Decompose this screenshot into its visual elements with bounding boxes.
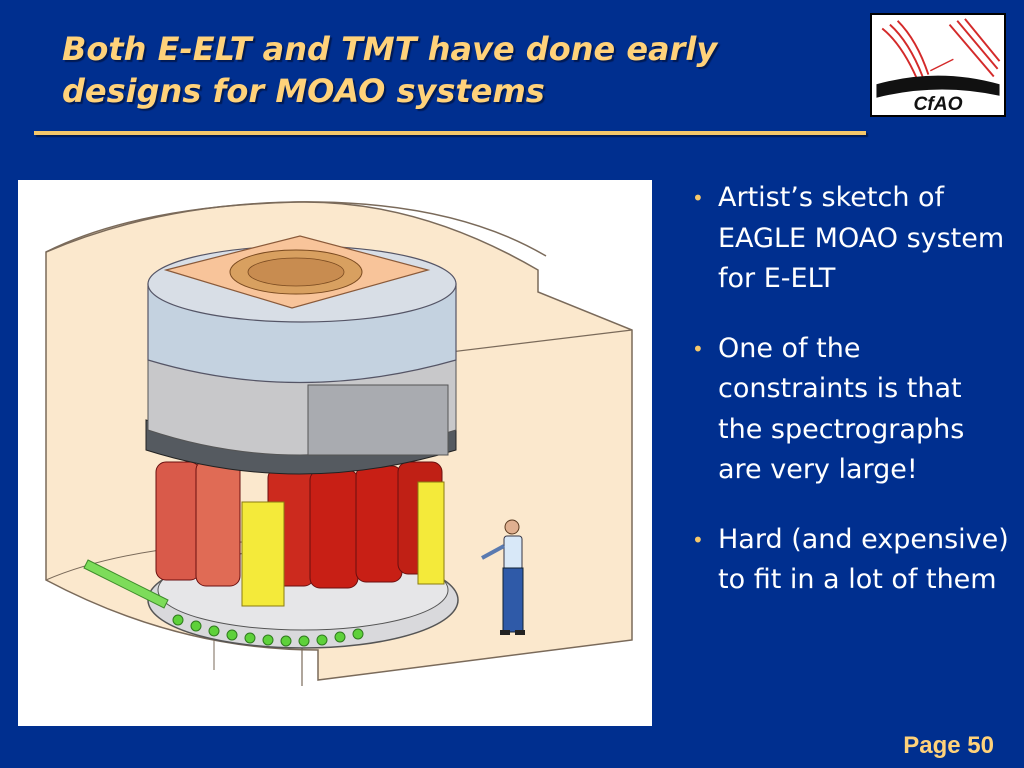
bullet-marker: • xyxy=(692,527,704,552)
bullet-text: One of the constraints is that the spect… xyxy=(718,332,965,486)
title-underline xyxy=(34,131,866,135)
bullet-marker: • xyxy=(692,186,704,210)
page-number: Page 50 xyxy=(903,732,994,759)
cfao-logo: CfAO xyxy=(870,13,1006,117)
bullet-marker: • xyxy=(692,336,704,361)
bullet-text: Artist’s sketch of EAGLE MOAO system for… xyxy=(718,182,1005,294)
bullet-list: • Artist’s sketch of EAGLE MOAO system f… xyxy=(690,178,1010,630)
bullet-text: Hard (and expensive) to fit in a lot of … xyxy=(718,523,1009,596)
human-figure xyxy=(481,519,525,635)
logo-wordmark: CfAO xyxy=(913,94,962,115)
cfao-logo-graphic: CfAO xyxy=(876,18,1001,115)
bullet-item: • Artist’s sketch of EAGLE MOAO system f… xyxy=(690,178,1010,300)
bullet-item: • Hard (and expensive) to fit in a lot o… xyxy=(690,520,1010,601)
eagle-illustration xyxy=(18,180,652,726)
eagle-moao-sketch xyxy=(18,180,652,726)
slide-title: Both E-ELT and TMT have done early desig… xyxy=(62,30,718,110)
bullet-item: • One of the constraints is that the spe… xyxy=(690,329,1010,491)
